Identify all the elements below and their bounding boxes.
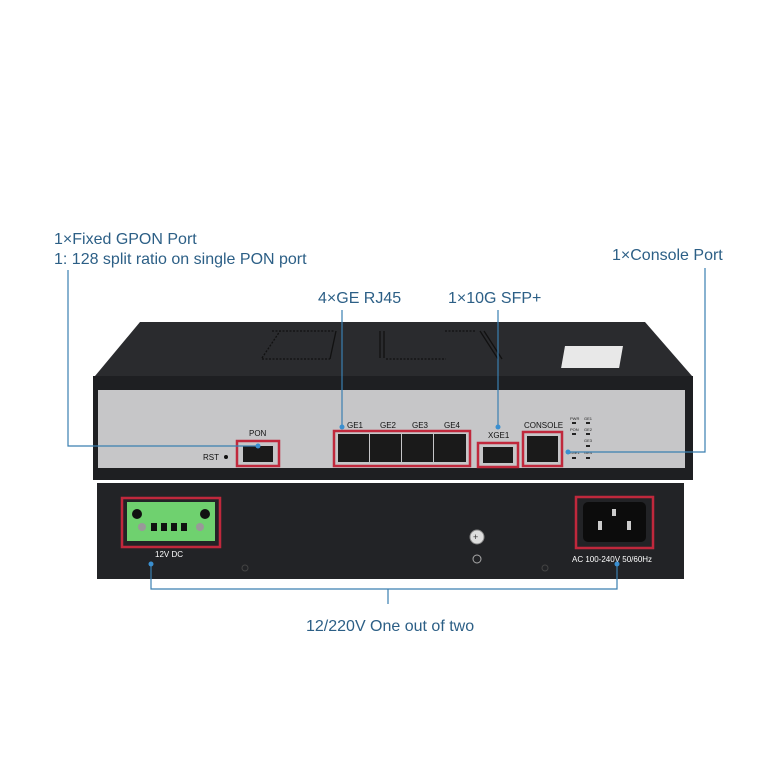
vent-pattern [261, 330, 503, 360]
ge2-label: GE2 [380, 421, 397, 430]
chassis-top [95, 322, 692, 376]
ge2-rj45-port[interactable] [370, 434, 401, 462]
ac-label: AC 100-240V 50/60Hz [572, 555, 652, 564]
ground-screw-icon [469, 529, 485, 545]
callout-lines [67, 268, 706, 604]
reset-button[interactable] [224, 455, 228, 459]
ge4-label: GE4 [444, 421, 461, 430]
ge-annotation: 4×GE RJ45 [318, 290, 401, 307]
svg-text:PON: PON [570, 427, 579, 432]
svg-text:GE2: GE2 [584, 427, 593, 432]
pon-highlight [235, 439, 281, 468]
dc-highlight [120, 496, 222, 549]
console-highlight [521, 430, 564, 468]
ge3-rj45-port[interactable] [402, 434, 433, 462]
ge1-rj45-port[interactable] [338, 434, 369, 462]
ge1-label: GE1 [347, 421, 364, 430]
pon-sfp-port[interactable] [243, 446, 273, 462]
ac-power-inlet[interactable] [583, 502, 646, 542]
sfp-annotation: 1×10G SFP+ [448, 290, 541, 307]
ac-highlight [574, 495, 655, 550]
dc-terminal-block[interactable] [127, 502, 215, 541]
console-annotation: 1×Console Port [612, 247, 723, 264]
console-rj45-port[interactable] [527, 436, 558, 462]
svg-text:+: + [473, 532, 478, 542]
ge-highlight [332, 429, 472, 468]
gpon-annotation-title: 1×Fixed GPON Port [54, 231, 197, 248]
svg-text:GE1: GE1 [584, 416, 593, 421]
ge3-label: GE3 [412, 421, 429, 430]
product-sticker [561, 346, 623, 368]
xge1-sfp-port[interactable] [483, 447, 513, 463]
gpon-annotation-detail: 1: 128 split ratio on single PON port [54, 251, 307, 268]
rst-label: RST [203, 453, 219, 462]
console-label: CONSOLE [524, 421, 563, 430]
power-annotation: 12/220V One out of two [306, 618, 474, 635]
ge4-rj45-port[interactable] [434, 434, 466, 462]
xge-highlight [476, 441, 520, 469]
pon-label: PON [249, 429, 267, 438]
svg-text:GE3: GE3 [584, 438, 593, 443]
dc-label: 12V DC [155, 550, 183, 559]
xge1-label: XGE1 [488, 431, 510, 440]
ground-symbol-icon [472, 554, 482, 564]
svg-text:PWR: PWR [570, 416, 579, 421]
